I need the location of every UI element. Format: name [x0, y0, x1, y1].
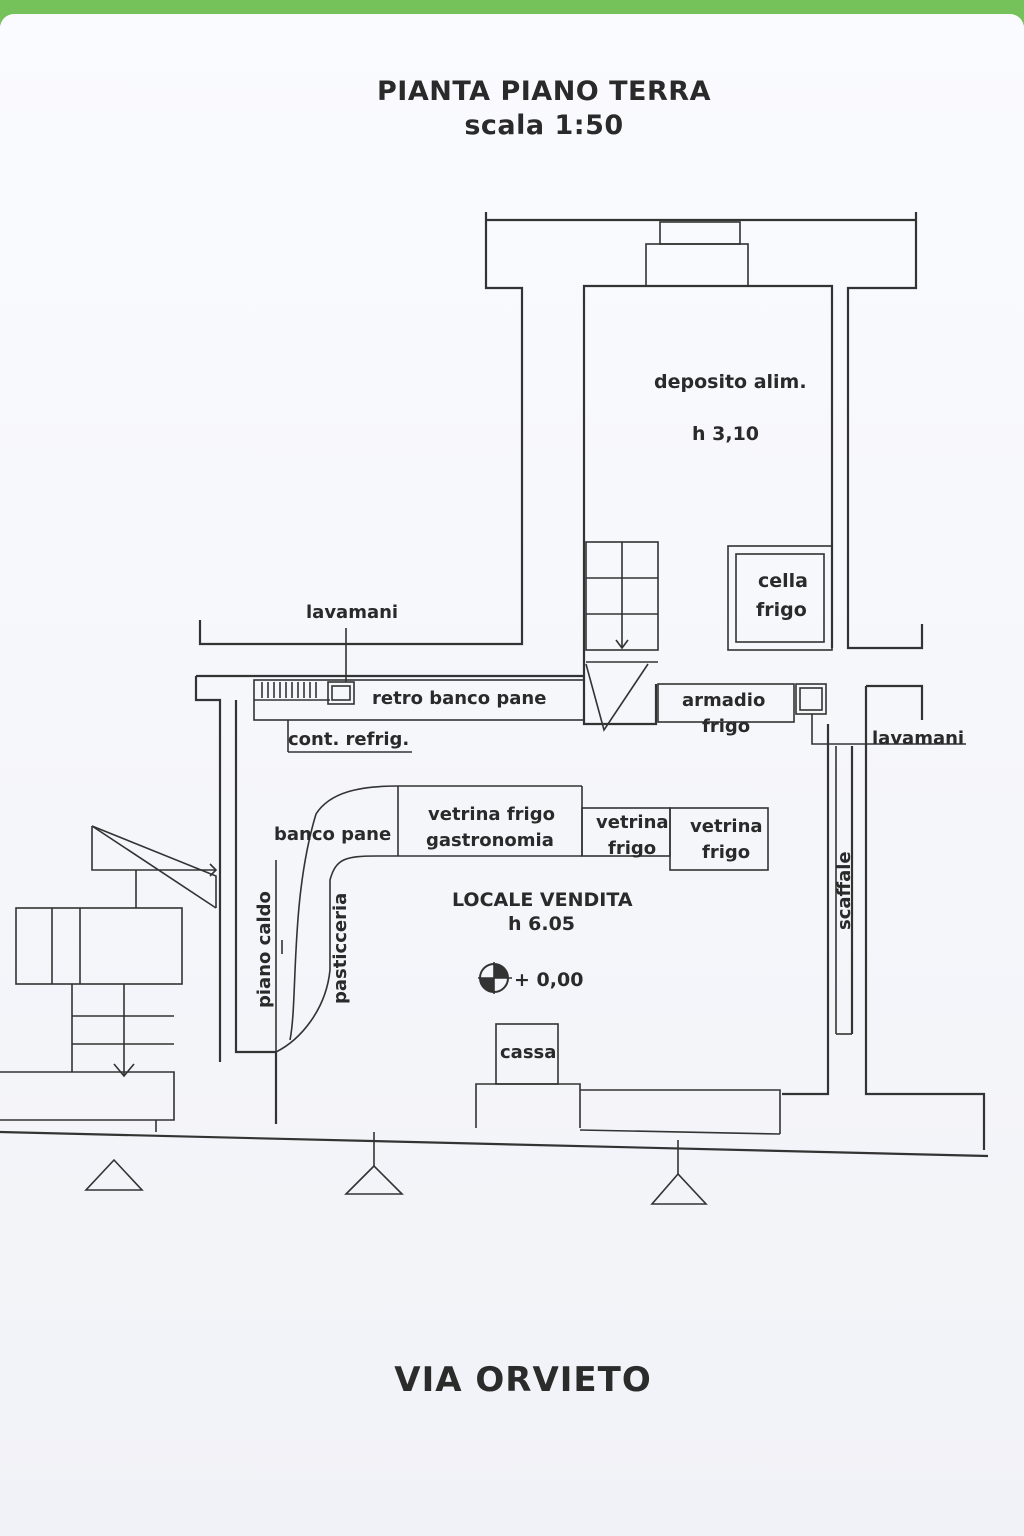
- plan-scale: scala 1:50: [464, 110, 624, 141]
- paper-sheet: [0, 14, 1024, 1536]
- label-vetrina-gastro-2: gastronomia: [426, 830, 554, 851]
- plan-title: PIANTA PIANO TERRA: [377, 76, 711, 107]
- hatch-cont-refrig: [261, 682, 317, 698]
- label-locale-vendita: LOCALE VENDITA: [452, 889, 633, 911]
- label-cella-1: cella: [758, 570, 808, 592]
- back-counter-area: [196, 628, 585, 753]
- label-locale-height: h 6.05: [508, 913, 575, 935]
- cella-frigo-box: [727, 545, 833, 651]
- shop-walls: [0, 676, 989, 1158]
- label-deposito-height: h 3,10: [692, 423, 759, 445]
- entrance-markers: [84, 1132, 708, 1205]
- label-cella-2: frigo: [756, 599, 807, 621]
- label-vetrina-b-2: frigo: [702, 842, 750, 863]
- label-armadio-2: frigo: [702, 716, 750, 737]
- label-lavamani-left: lavamani: [306, 602, 398, 623]
- label-scaffale: scaffale: [834, 851, 855, 930]
- label-deposito: deposito alim.: [654, 371, 807, 393]
- counters: [275, 785, 781, 1135]
- label-elevation: + 0,00: [514, 969, 583, 991]
- deposito-stair: [585, 541, 659, 651]
- elevation-marker: [478, 962, 512, 994]
- label-pasticceria: pasticceria: [330, 893, 351, 1004]
- label-vetrina-b-1: vetrina: [690, 816, 763, 837]
- door-swing: [585, 661, 658, 732]
- label-banco-pane: banco pane: [274, 824, 391, 845]
- entrance-triangle-2: [344, 1164, 404, 1195]
- entrance-triangle-1: [84, 1158, 144, 1191]
- label-piano-caldo: piano caldo: [254, 891, 275, 1008]
- armadio-frigo-box: [657, 683, 966, 745]
- label-vetrina-a-1: vetrina: [596, 812, 669, 833]
- label-vetrina-a-2: frigo: [608, 838, 656, 859]
- label-armadio-1: armadio: [682, 690, 765, 711]
- label-vetrina-gastro-1: vetrina frigo: [428, 804, 555, 825]
- label-cont-refrig: cont. refrig.: [288, 729, 409, 750]
- label-lavamani-right: lavamani: [872, 728, 964, 749]
- street-name: VIA ORVIETO: [394, 1360, 652, 1400]
- deposito-walls: [198, 212, 924, 690]
- exterior-stair: [0, 825, 218, 1132]
- entrance-triangle-3: [650, 1172, 708, 1205]
- label-cassa: cassa: [500, 1042, 556, 1063]
- label-retro-banco-pane: retro banco pane: [372, 688, 546, 709]
